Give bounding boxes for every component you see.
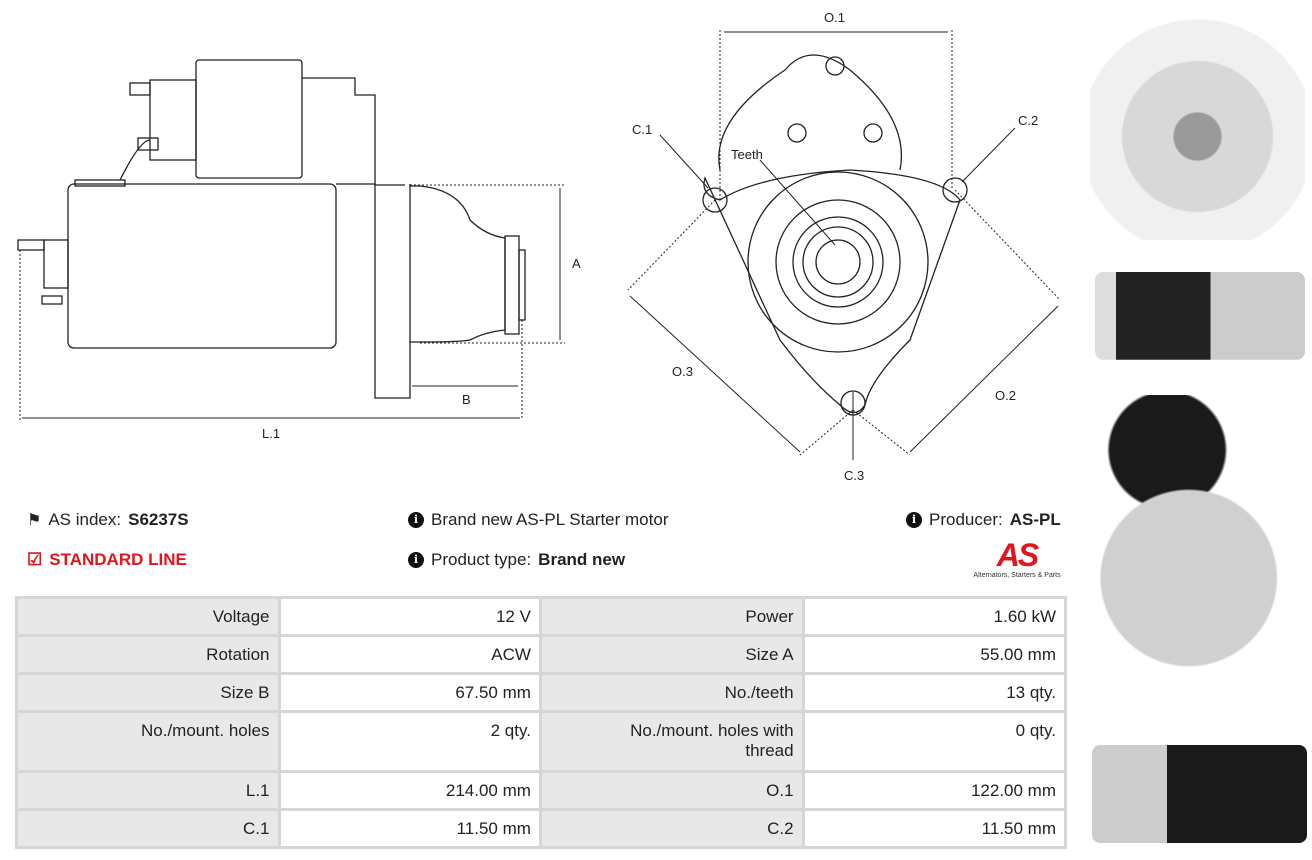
spec-value: 67.50 mm bbox=[277, 672, 542, 713]
info-icon: i bbox=[906, 512, 922, 528]
spec-label: Power bbox=[538, 596, 805, 637]
dim-l1-label: L.1 bbox=[262, 426, 280, 441]
spec-label: Rotation bbox=[15, 634, 281, 675]
info-icon: i bbox=[408, 512, 424, 528]
spec-label: Voltage bbox=[15, 596, 281, 637]
product-photo-front[interactable] bbox=[1090, 10, 1305, 240]
as-pl-logo: AS Alternators, Starters & Parts bbox=[966, 538, 1068, 579]
spec-label: No./teeth bbox=[538, 672, 805, 713]
dim-o2-label: O.2 bbox=[995, 388, 1016, 403]
spec-value: 11.50 mm bbox=[277, 808, 542, 849]
teeth-label: Teeth bbox=[731, 147, 763, 162]
spec-label: Size A bbox=[538, 634, 805, 675]
dim-c2-label: C.2 bbox=[1018, 113, 1038, 128]
dim-o1-label: O.1 bbox=[824, 10, 845, 25]
spec-value: ACW bbox=[277, 634, 542, 675]
spec-label: C.2 bbox=[538, 808, 805, 849]
spec-label: O.1 bbox=[538, 770, 805, 811]
checkbox-icon: ☑ bbox=[27, 550, 43, 569]
dim-o3-label: O.3 bbox=[672, 364, 693, 379]
spec-value: 2 qty. bbox=[277, 710, 542, 773]
product-photo-angle[interactable] bbox=[1092, 745, 1307, 843]
spec-value: 55.00 mm bbox=[801, 634, 1068, 675]
spec-label: L.1 bbox=[15, 770, 281, 811]
spec-value: 214.00 mm bbox=[277, 770, 542, 811]
product-photo-rear[interactable] bbox=[1092, 395, 1307, 700]
spec-label: Size B bbox=[15, 672, 281, 713]
side-view-drawing: A B L.1 bbox=[17, 59, 581, 441]
line-badge: ☑ STANDARD LINE bbox=[27, 550, 187, 569]
dim-b-label: B bbox=[462, 392, 471, 407]
as-index: ⚑ AS index:S6237S bbox=[27, 510, 189, 529]
dim-c3-label: C.3 bbox=[844, 468, 864, 483]
as-index-value: S6237S bbox=[128, 510, 189, 529]
spec-label: C.1 bbox=[15, 808, 281, 849]
product-photo-side[interactable] bbox=[1095, 272, 1305, 360]
spec-value: 122.00 mm bbox=[801, 770, 1068, 811]
tags-icon: ⚑ bbox=[27, 512, 42, 529]
spec-value: 12 V bbox=[277, 596, 542, 637]
spec-value: 0 qty. bbox=[801, 710, 1068, 773]
spec-label: No./mount. holes with thread bbox=[538, 710, 805, 773]
dim-c1-label: C.1 bbox=[632, 122, 652, 137]
front-view-drawing: O.1 C.1 C.2 Teeth O.3 O.2 C.3 bbox=[627, 10, 1061, 483]
dim-a-label: A bbox=[572, 256, 581, 271]
spec-value: 11.50 mm bbox=[801, 808, 1068, 849]
spec-label: No./mount. holes bbox=[15, 710, 281, 773]
info-icon: i bbox=[408, 552, 424, 568]
spec-value: 13 qty. bbox=[801, 672, 1068, 713]
spec-value: 1.60 kW bbox=[801, 596, 1068, 637]
